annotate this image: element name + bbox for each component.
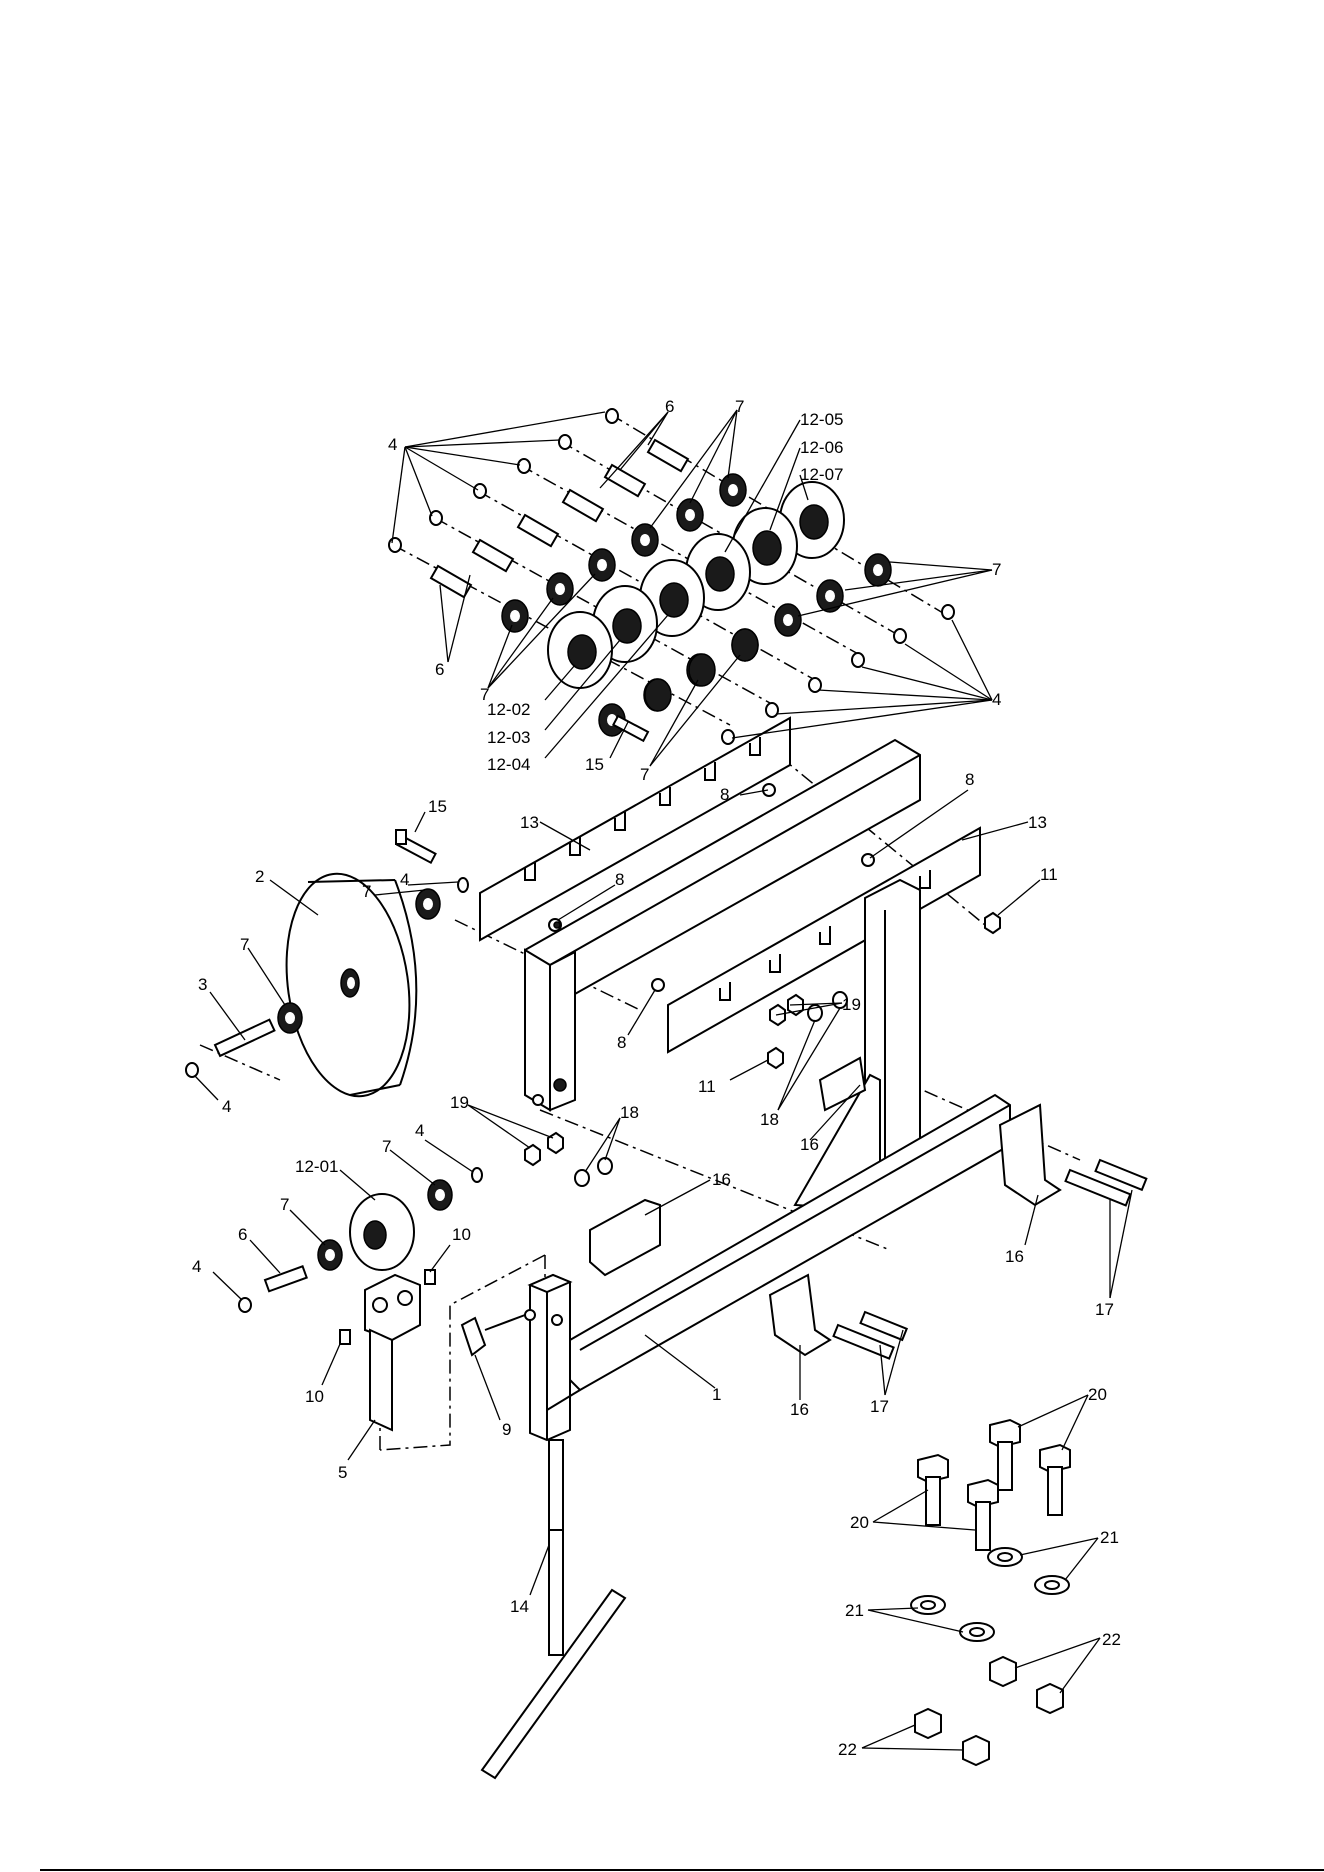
callout-label: 7 <box>280 1195 289 1214</box>
callout-label: 16 <box>712 1170 731 1189</box>
callout-label: 11 <box>1040 865 1058 884</box>
callout-label: 3 <box>198 975 207 994</box>
holder-5 <box>340 1270 435 1430</box>
callout-label: 12-03 <box>487 728 530 747</box>
callout-label: 8 <box>965 770 974 789</box>
callout-label: 7 <box>735 397 744 416</box>
callout-label: 22 <box>1102 1630 1121 1649</box>
callout-label: 16 <box>1005 1247 1024 1266</box>
callout-label: 21 <box>845 1601 864 1620</box>
callout-label: 19 <box>450 1093 469 1112</box>
callout-label: 12-01 <box>295 1157 338 1176</box>
callout-label: 12-02 <box>487 700 530 719</box>
callout-label: 19 <box>842 995 861 1014</box>
callout-label: 13 <box>1028 813 1047 832</box>
callout-label: 12-06 <box>800 438 843 457</box>
callout-label: 18 <box>620 1103 639 1122</box>
callout-label: 11 <box>698 1077 716 1096</box>
callout-label: 20 <box>850 1513 869 1532</box>
callout-label: 16 <box>800 1135 819 1154</box>
callout-label: 7 <box>992 560 1001 579</box>
callout-label: 4 <box>992 690 1001 709</box>
callout-label: 6 <box>435 660 444 679</box>
callout-label: 4 <box>222 1097 231 1116</box>
callout-label: 15 <box>428 797 447 816</box>
callout-label: 20 <box>1088 1385 1107 1404</box>
callout-label: 12-04 <box>487 755 530 774</box>
callout-label: 4 <box>415 1121 424 1140</box>
callout-label: 10 <box>452 1225 471 1244</box>
callout-label: 8 <box>617 1033 626 1052</box>
callout-label: 7 <box>382 1137 391 1156</box>
callout-label: 21 <box>1100 1528 1119 1547</box>
callout-label: 17 <box>1095 1300 1114 1319</box>
callout-label: 12-05 <box>800 410 843 429</box>
roller-12-01 <box>239 1168 482 1312</box>
callout-label: 10 <box>305 1387 324 1406</box>
callout-label: 17 <box>870 1397 889 1416</box>
knob-9 <box>462 1310 535 1355</box>
callout-label: 1 <box>712 1385 721 1404</box>
callout-label: 5 <box>338 1463 347 1482</box>
callout-label: 15 <box>585 755 604 774</box>
callout-label: 8 <box>615 870 624 889</box>
loose-hardware <box>911 1420 1070 1765</box>
callout-label: 4 <box>388 435 397 454</box>
callout-label: 4 <box>400 870 409 889</box>
callout-label: 7 <box>640 765 649 784</box>
roller-group <box>389 409 954 744</box>
callout-label: 2 <box>255 867 264 886</box>
callout-label: 12-07 <box>800 465 843 484</box>
callout-label: 22 <box>838 1740 857 1759</box>
callout-label: 6 <box>238 1225 247 1244</box>
callout-label: 7 <box>362 882 371 901</box>
callout-label: 8 <box>720 785 729 804</box>
callout-label: 9 <box>502 1420 511 1439</box>
callout-label: 4 <box>192 1257 201 1276</box>
callout-label: 14 <box>510 1597 529 1616</box>
stand-14 <box>482 1440 625 1778</box>
callout-label: 7 <box>240 935 249 954</box>
disc-2 <box>273 866 423 1105</box>
callout-label: 6 <box>665 397 674 416</box>
callout-label: 16 <box>790 1400 809 1419</box>
callout-label: 18 <box>760 1110 779 1129</box>
callout-label: 13 <box>520 813 539 832</box>
